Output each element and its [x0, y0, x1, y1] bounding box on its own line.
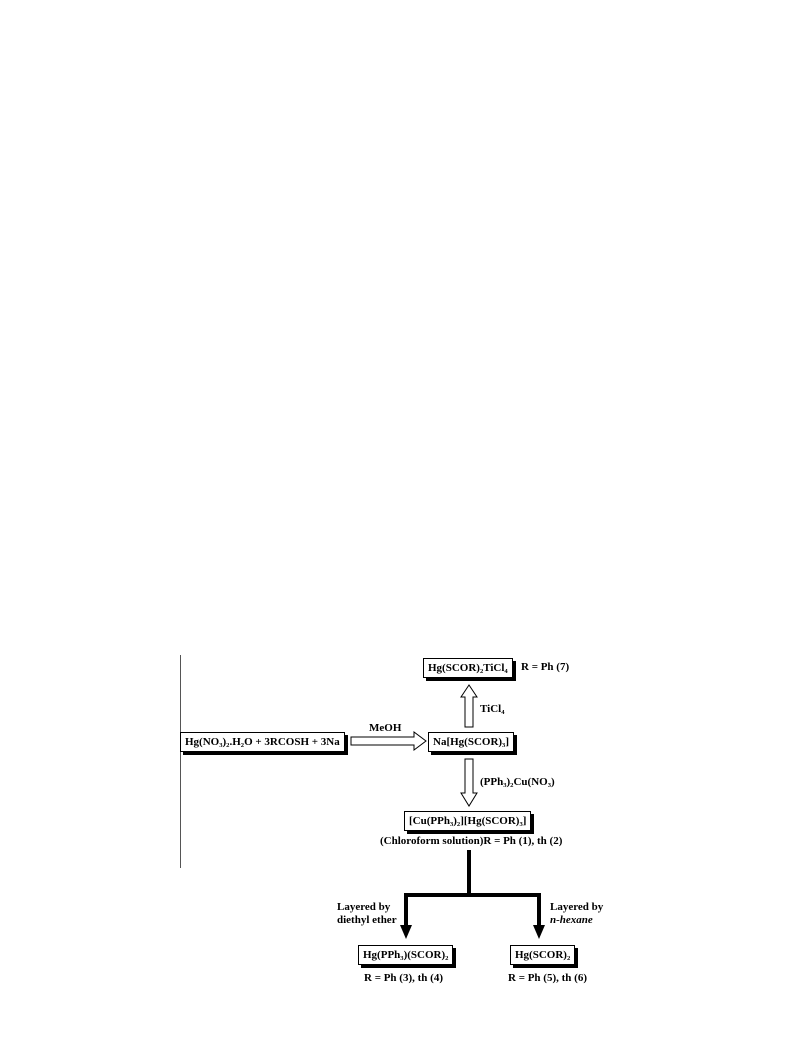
sodium-salt-box: Na[Hg(SCOR)₃] [428, 732, 515, 752]
cu-r-label: (Chloroform solution)R = Ph (1), th (2) [380, 835, 563, 847]
margin-line [180, 655, 181, 868]
ti-r-label: R = Ph (7) [521, 661, 570, 673]
meoh-label: MeOH [369, 722, 402, 734]
ticl4-arrow [460, 684, 478, 728]
meoh-arrow [350, 731, 427, 751]
hexane-product-box: Hg(SCOR)₂ [510, 945, 576, 965]
ticl4-label: TiCl₄ [480, 703, 505, 715]
cu-complex-box: [Cu(PPh₃)₂][Hg(SCOR)₃] [404, 811, 532, 831]
cu-reagent-arrow [460, 758, 478, 807]
cu-reagent-label: (PPh₃)₂Cu(NO₃) [480, 776, 555, 788]
hexane-r-label: R = Ph (5), th (6) [508, 972, 587, 984]
hexane-label-line2: n-hexane [550, 914, 593, 926]
ether-label-line1: Layered by [337, 901, 391, 913]
hexane-label-line1: Layered by [550, 901, 604, 913]
ti-product-box: Hg(SCOR)₂TiCl₄ [423, 658, 513, 678]
ether-label-line2: diethyl ether [337, 914, 397, 926]
hexane-arrowhead [533, 925, 545, 939]
pph3-product-box: Hg(PPh₃)(SCOR)₂ [358, 945, 454, 965]
reactants-box: Hg(NO₃)₂.H₂O + 3RCOSH + 3Na [180, 732, 345, 752]
pph3-r-label: R = Ph (3), th (4) [364, 972, 443, 984]
ether-arrowhead [400, 925, 412, 939]
